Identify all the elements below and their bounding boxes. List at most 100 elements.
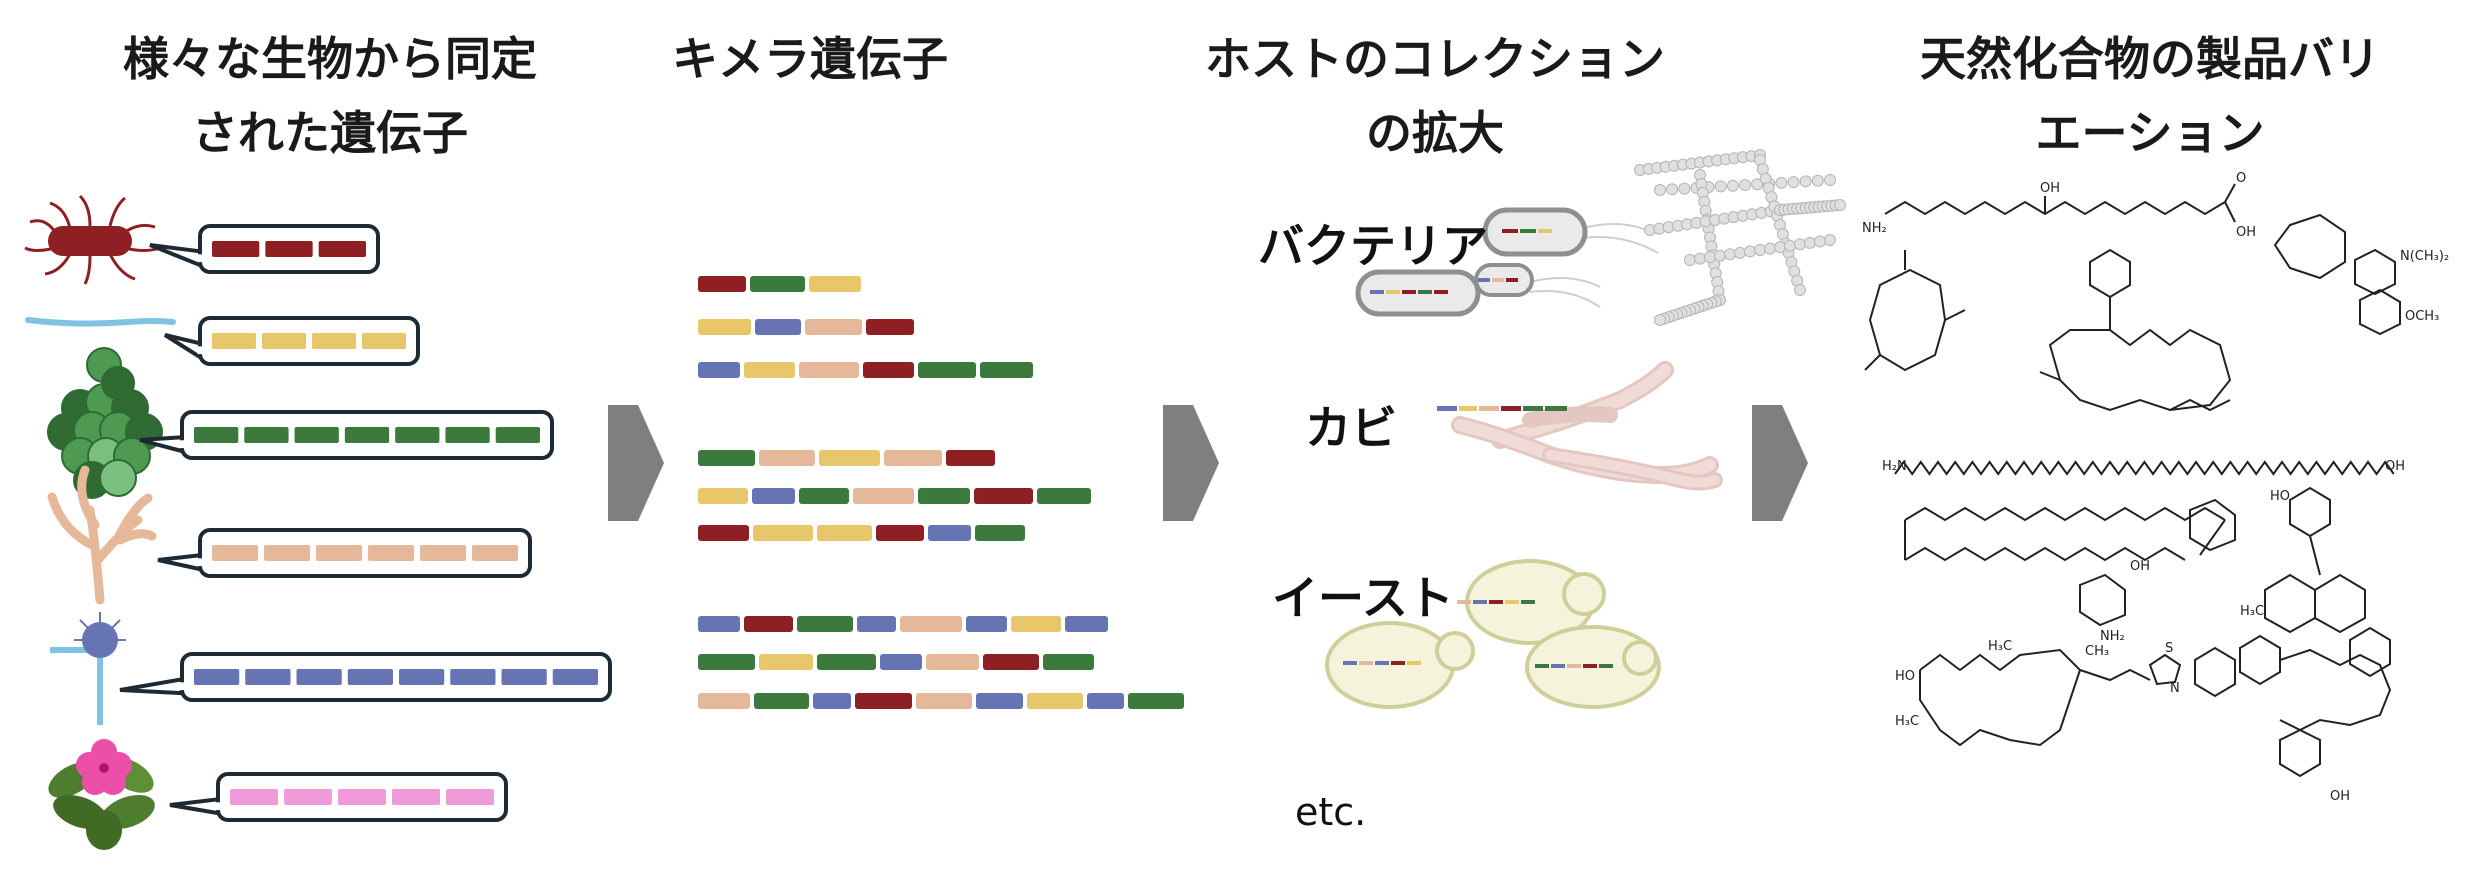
chimera-gene-segment (926, 654, 979, 670)
chimera-gene-segment (809, 276, 861, 292)
chimera-gene-segment (916, 693, 972, 709)
chem-label: NH₂ (2100, 629, 2125, 644)
molecule-amphotericin (1904, 498, 2236, 627)
heading-hosts-line1: ホストのコレクション (1205, 32, 1665, 86)
host-yeast-label: イースト (1272, 571, 1454, 625)
gene-segment (395, 427, 440, 443)
gene-segment (495, 427, 540, 443)
chem-label: H₃C (1895, 714, 1919, 729)
heading-products-line2: エーション (2035, 106, 2265, 160)
gene-segment (212, 545, 258, 561)
chimera-gene-segment (754, 693, 809, 709)
chimera-gene-segment (813, 693, 851, 709)
chimera-gene-segment (928, 525, 971, 541)
gene-segment (296, 669, 342, 685)
chimera-gene-segment (752, 488, 795, 504)
gene-segment (472, 545, 518, 561)
heading-genes-line1: 様々な生物から同定 (123, 32, 537, 86)
chimera-gene-segment (698, 362, 740, 378)
molecule-polyene-chain (1894, 460, 2395, 476)
chimera-gene-segment (976, 693, 1023, 709)
chem-label: HO (1895, 669, 1915, 684)
chimera-gene-segment (974, 488, 1033, 504)
chimera-gene-segment (975, 525, 1025, 541)
gene-segment (552, 669, 598, 685)
mold-gene-strip (1437, 406, 1567, 411)
mold-hyphae-icon (1451, 361, 1723, 491)
chem-label: OH (2236, 225, 2256, 240)
chem-label: CH₃ (2085, 644, 2109, 659)
gene-segment (284, 789, 332, 805)
spore-bead (1824, 234, 1836, 246)
gene-segment (347, 669, 393, 685)
heading-chimera-line1: キメラ遺伝子 (672, 32, 948, 86)
heading-products: 天然化合物の製品バリ エーション (1880, 22, 2420, 170)
chimera-gene-segment (698, 488, 748, 504)
spore-bead (1714, 180, 1727, 193)
gene-callout-plant-flower (169, 772, 508, 822)
gene-segment (318, 241, 366, 257)
arrow-right-icon (608, 405, 664, 521)
gene-segment (294, 427, 339, 443)
gene-segment (446, 789, 494, 805)
molecule-macrocycle-3 (2273, 213, 2401, 336)
gene-callout-bacterium (149, 224, 380, 274)
molecule-epothilone (1919, 648, 2182, 747)
spore-bead (1775, 176, 1788, 189)
chem-label: OCH₃ (2405, 309, 2439, 324)
bacteria-rods-icon (1355, 207, 1659, 317)
gene-callout-mold (119, 652, 612, 702)
molecule-macrocycle-1 (1864, 250, 1966, 372)
gene-segment (362, 333, 406, 349)
chem-label: HO (2270, 489, 2290, 504)
gene-segment (262, 333, 306, 349)
etc-label: etc. (1295, 790, 1367, 834)
arrow-right-icon (1752, 405, 1808, 521)
chem-label: H₃C (2240, 604, 2264, 619)
chimera-gene-segment (817, 525, 872, 541)
chimera-gene-segment (900, 616, 962, 632)
chimera-gene-segment (744, 362, 795, 378)
chimera-gene-segment (698, 616, 740, 632)
chimera-gene-segment (799, 362, 859, 378)
chimera-gene-segment (857, 616, 896, 632)
gene-segment (212, 241, 260, 257)
gene-segment (338, 789, 386, 805)
gene-segment (194, 669, 240, 685)
chimera-gene-segment (1027, 693, 1083, 709)
heading-chimera: キメラ遺伝子 (630, 22, 990, 96)
gene-segment (316, 545, 362, 561)
chimera-gene-segment (698, 654, 755, 670)
chimera-gene-segment (759, 654, 813, 670)
gene-segment (368, 545, 414, 561)
spore-bead (1794, 284, 1806, 296)
chimera-gene-segment (797, 616, 853, 632)
gene-segment (312, 333, 356, 349)
gene-callout-green-algae (139, 410, 554, 460)
spore-bead (1654, 184, 1666, 196)
chimera-gene-segment (698, 450, 755, 466)
chimera-gene-segment (918, 362, 976, 378)
gene-segment (194, 427, 239, 443)
molecule-avermectin (2194, 626, 2392, 778)
spore-bead (1834, 199, 1846, 211)
arrow-right-icon (1163, 405, 1219, 521)
chimera-gene-segment (805, 319, 862, 335)
chimera-gene-segment (1037, 488, 1091, 504)
gene-segment (265, 241, 313, 257)
gene-segment (245, 669, 291, 685)
host-mold-label: カビ (1305, 401, 1397, 455)
chimera-gene-segment (983, 654, 1039, 670)
spore-bead (1824, 174, 1836, 186)
chimera-gene-segment (698, 276, 746, 292)
chem-label: H₂N (1882, 459, 1907, 474)
gene-callout-filament (163, 316, 420, 366)
spore-bead (1751, 178, 1764, 191)
chimera-gene-segment (884, 450, 942, 466)
heading-genes: 様々な生物から同定 された遺伝子 (80, 22, 580, 170)
chimera-gene-segment (1065, 616, 1108, 632)
chimera-gene-segment (817, 654, 876, 670)
chimera-gene-segment (744, 616, 793, 632)
